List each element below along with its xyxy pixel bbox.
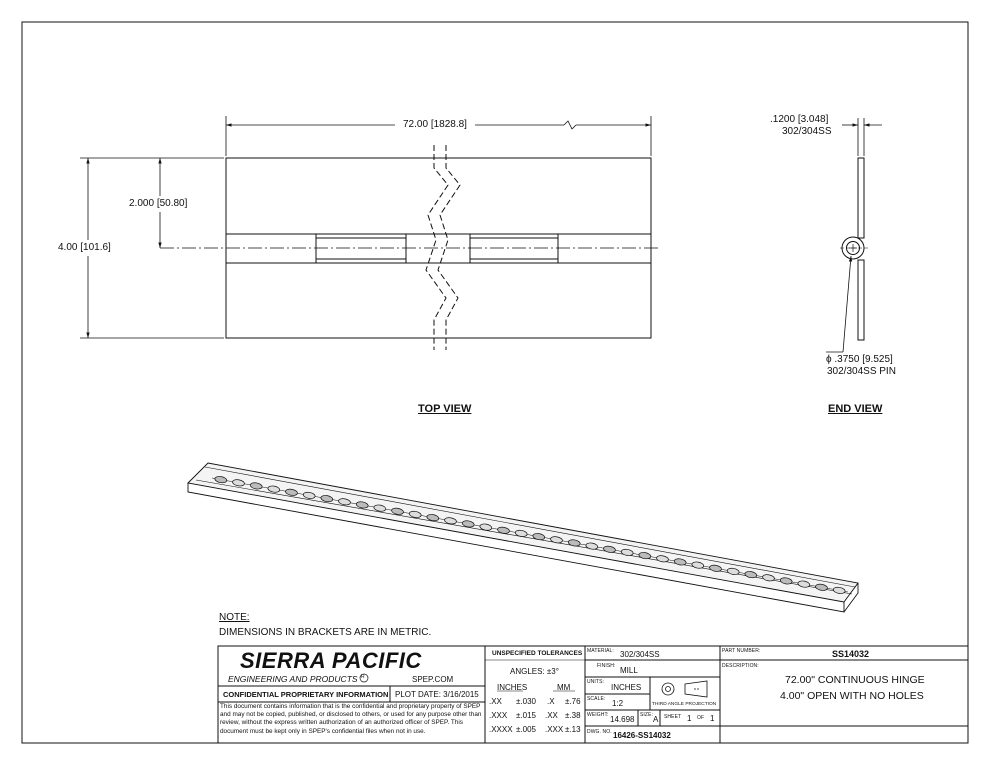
title-block-grid bbox=[217, 645, 969, 744]
knuckle bbox=[726, 567, 740, 575]
break-line bbox=[425, 145, 449, 350]
width-dimension bbox=[80, 157, 224, 339]
knuckle bbox=[832, 586, 846, 594]
hinge-pin bbox=[211, 477, 849, 593]
knuckle bbox=[797, 580, 811, 588]
knuckle bbox=[815, 583, 828, 591]
leaf-lower bbox=[857, 259, 865, 341]
leaf-upper bbox=[857, 157, 865, 239]
knuckle bbox=[355, 501, 369, 509]
knuckle bbox=[302, 491, 316, 499]
knuckle bbox=[497, 526, 510, 534]
knuckle bbox=[285, 488, 298, 496]
knuckle bbox=[514, 529, 528, 537]
knuckle bbox=[479, 523, 493, 531]
knuckle bbox=[673, 558, 687, 566]
knuckle bbox=[550, 536, 563, 544]
knuckle bbox=[532, 533, 546, 541]
knuckle bbox=[408, 510, 422, 518]
third-angle-projection-icon bbox=[661, 680, 708, 698]
knuckle-segment bbox=[315, 234, 407, 239]
pin-leader bbox=[826, 255, 853, 353]
knuckle bbox=[567, 539, 581, 547]
knuckle bbox=[762, 574, 775, 582]
break-line bbox=[437, 145, 461, 350]
knuckle-segment bbox=[315, 258, 407, 263]
knuckle bbox=[638, 552, 652, 560]
end-view bbox=[840, 157, 870, 341]
top-view bbox=[160, 145, 660, 350]
knuckle bbox=[249, 482, 263, 490]
knuckle bbox=[214, 476, 228, 484]
knuckle bbox=[620, 548, 634, 556]
knuckle bbox=[744, 571, 758, 579]
knuckle bbox=[373, 504, 387, 512]
knuckle bbox=[232, 479, 245, 487]
knuckle bbox=[444, 517, 457, 525]
knuckle bbox=[320, 495, 334, 503]
knuckle-segment bbox=[469, 258, 559, 263]
knuckle bbox=[426, 514, 440, 522]
drawing-border bbox=[21, 21, 969, 744]
knuckle bbox=[267, 485, 281, 493]
knuckle bbox=[461, 520, 475, 528]
knuckle bbox=[691, 561, 705, 569]
knuckle bbox=[709, 564, 722, 572]
knuckle bbox=[603, 545, 616, 553]
knuckle bbox=[391, 507, 404, 515]
knuckle bbox=[338, 498, 351, 506]
length-dimension bbox=[225, 116, 652, 156]
half-width-dimension bbox=[152, 157, 224, 248]
isometric-view bbox=[187, 462, 859, 613]
knuckle-segment bbox=[469, 234, 559, 239]
thickness-dimension bbox=[842, 118, 882, 156]
knuckle bbox=[656, 555, 669, 563]
registered-mark-icon bbox=[359, 673, 369, 683]
knuckle bbox=[585, 542, 599, 550]
knuckle bbox=[779, 577, 793, 585]
